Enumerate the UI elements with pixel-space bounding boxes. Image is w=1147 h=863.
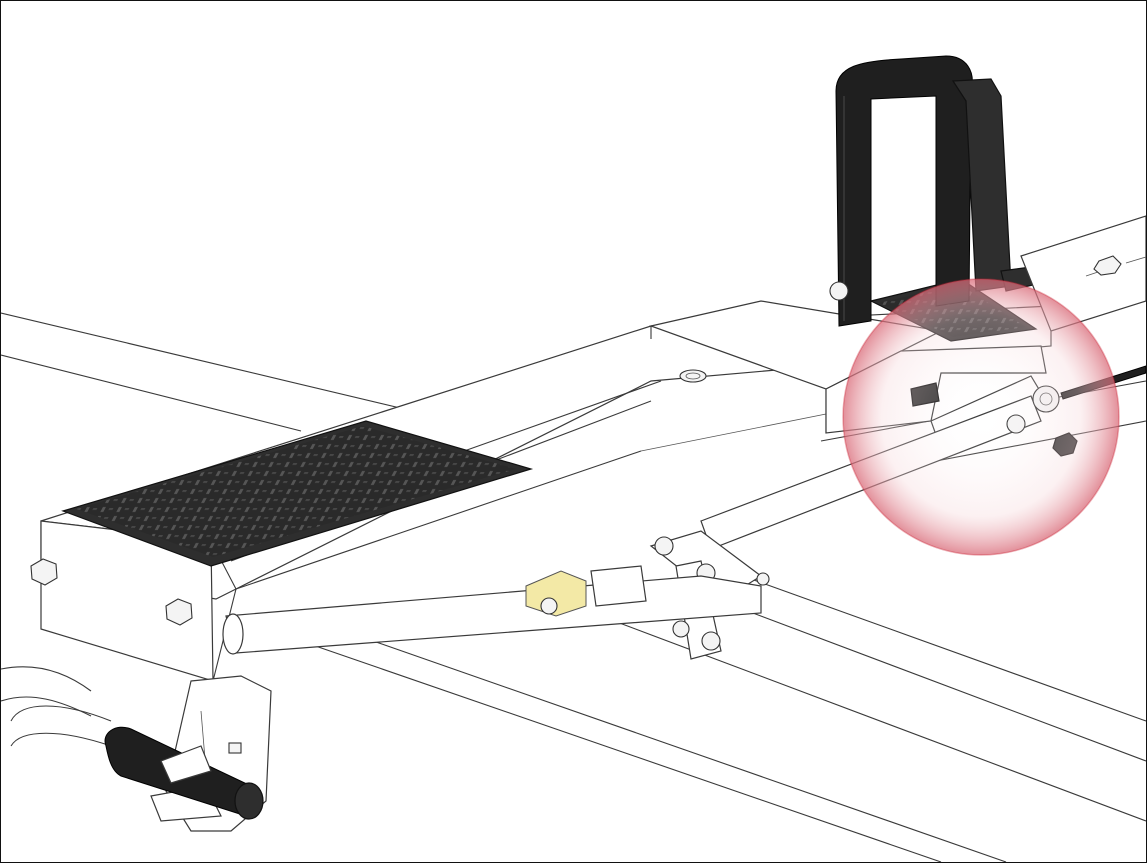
release-lever-handle [104,726,264,820]
yellow-clip [525,570,587,617]
end-bolts [30,558,193,626]
handle-bolt [829,281,849,301]
center-bolt [679,369,707,383]
cross-tube [222,565,762,655]
end-bolt-left [30,558,58,586]
end-bolt-right [165,598,193,626]
frame-tube-left [1,312,422,747]
top-right-bolt [1093,255,1122,276]
front-footplate [61,420,534,567]
detail-highlight-circle [842,278,1120,556]
